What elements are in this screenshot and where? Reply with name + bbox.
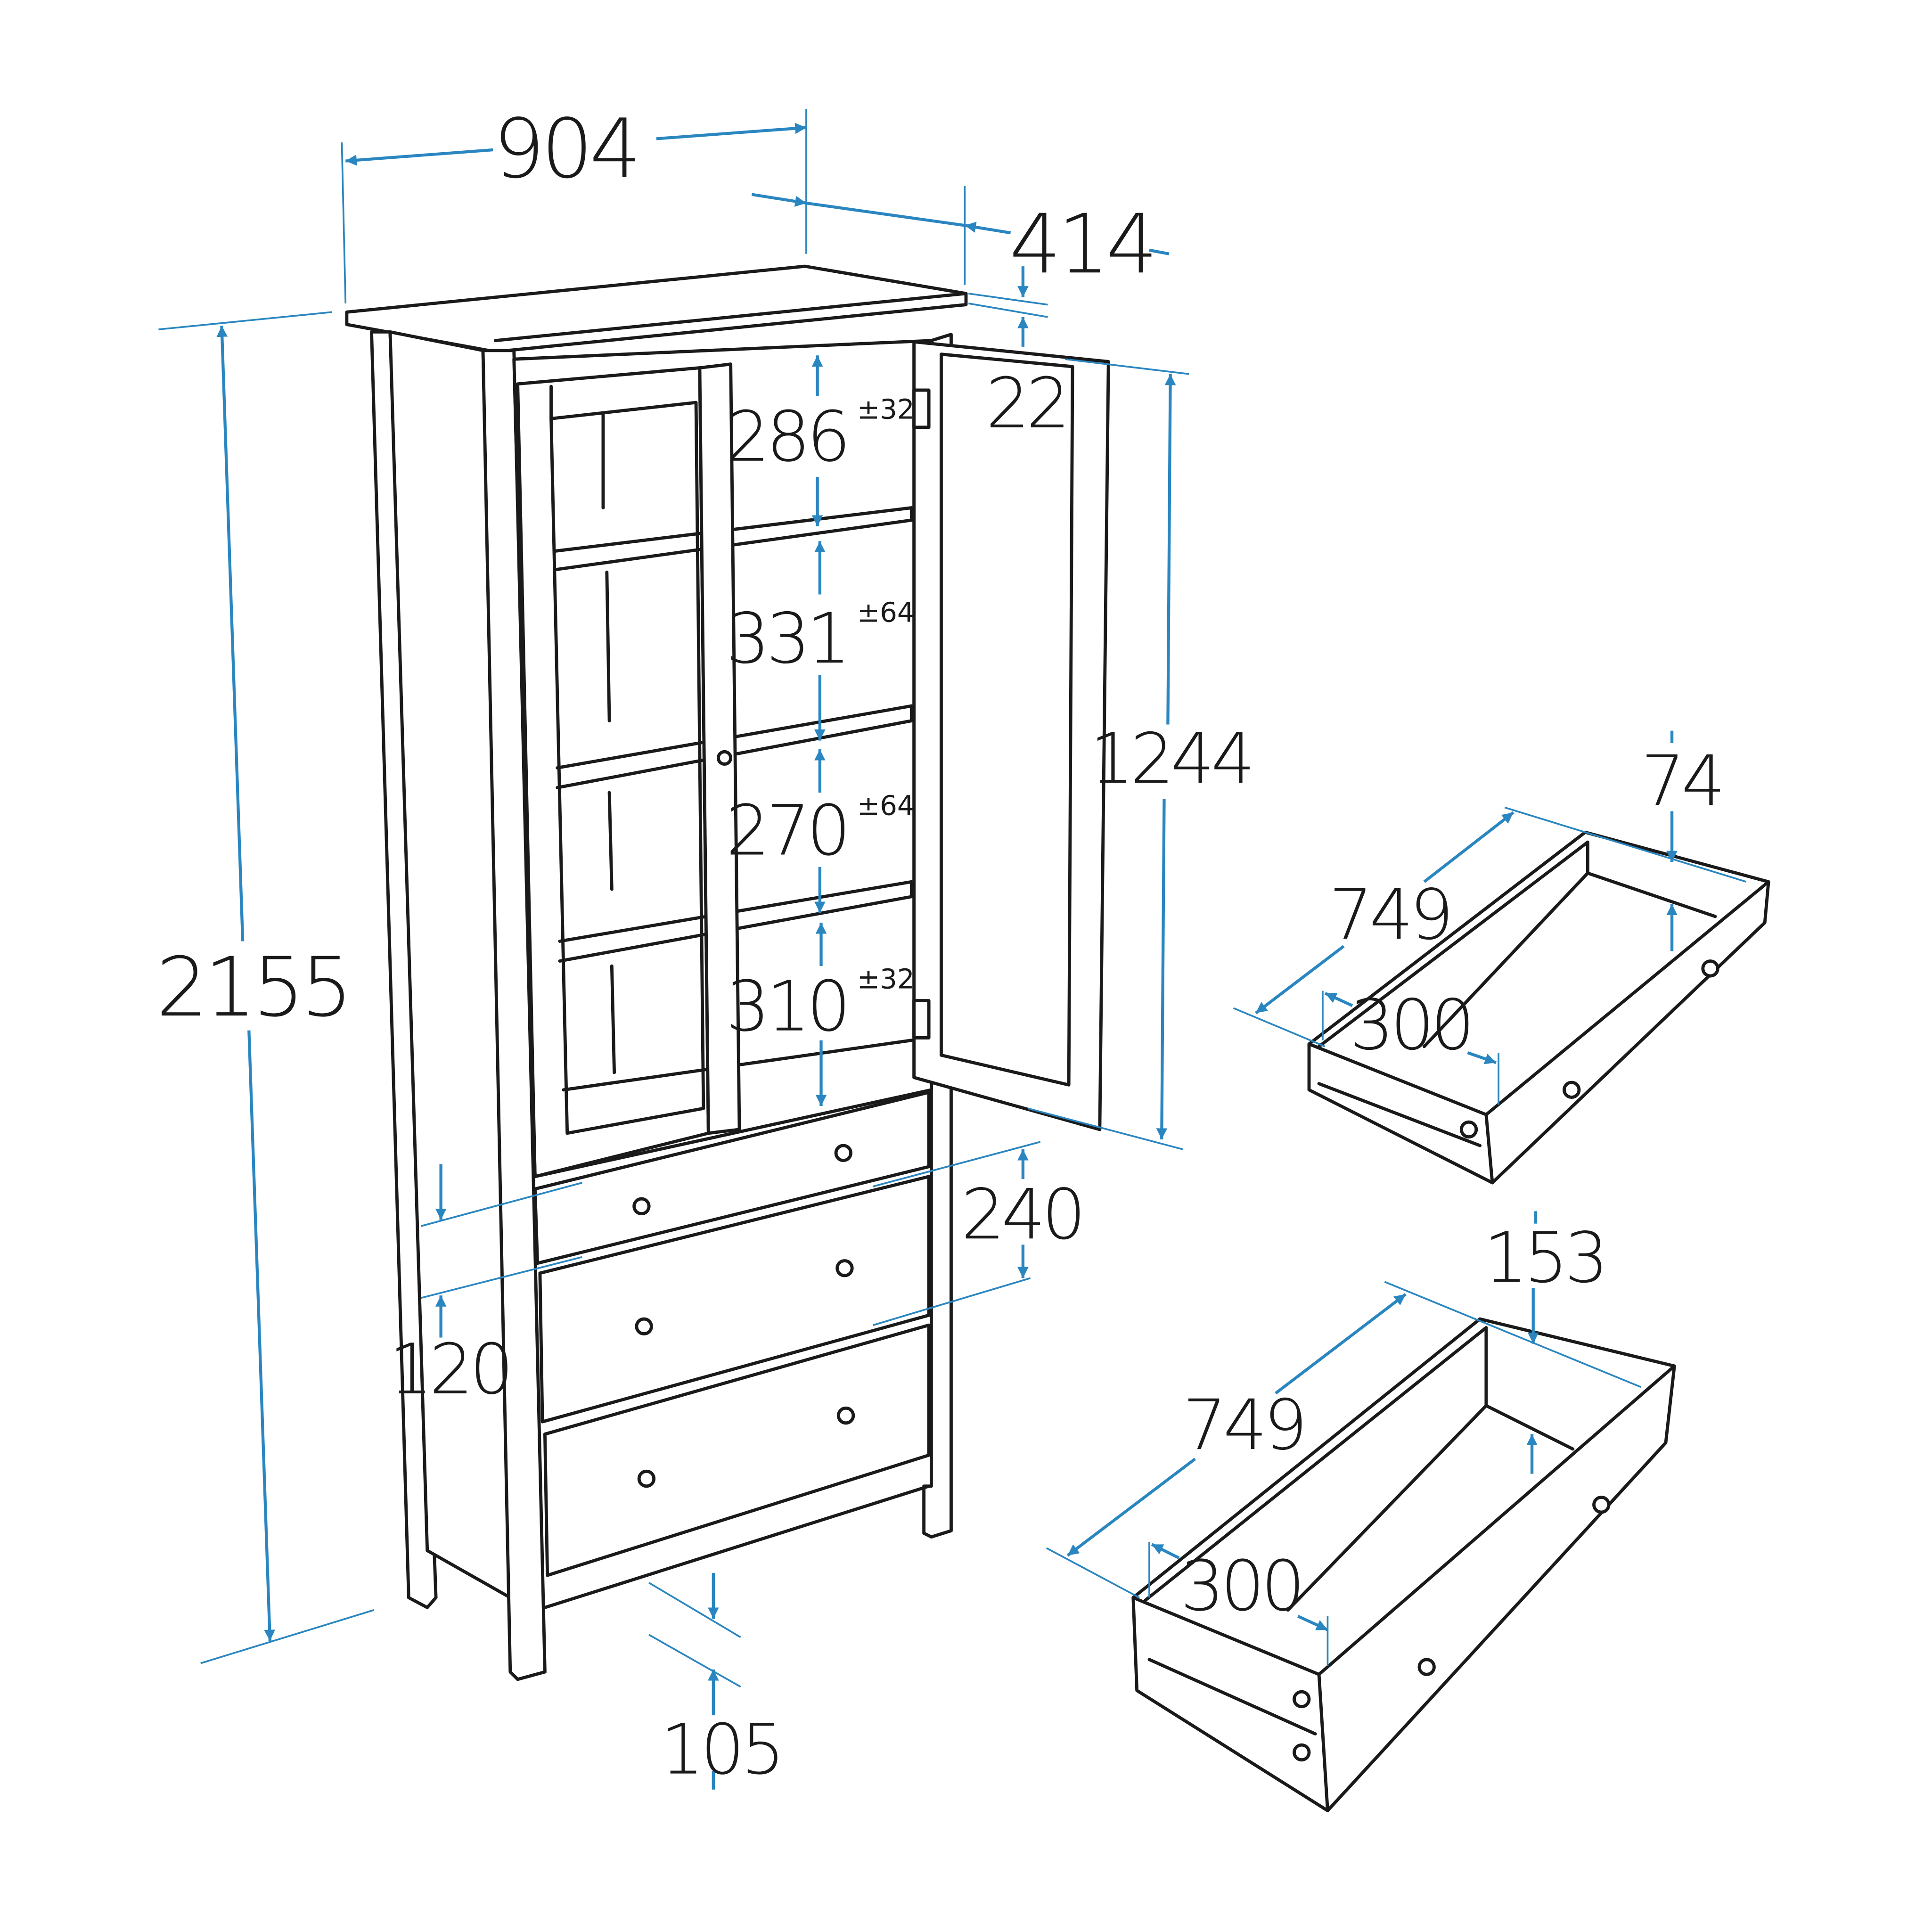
drawer-knob: [635, 1317, 653, 1335]
large-drawer-width-label: 300: [1180, 1546, 1302, 1627]
large-drawer-front-1: [538, 1175, 931, 1424]
drawer-knob: [637, 1469, 656, 1488]
shelf-gap-4-tolerance: ±32: [857, 963, 915, 995]
dimension-labels: 904 414 22 2155 1244 286 ±32 331 ±64 270…: [156, 101, 1726, 1790]
right-glass-door-open: [912, 340, 1110, 1131]
shelf-gap-1-tolerance: ±32: [857, 393, 915, 425]
drawer-knob: [632, 1197, 651, 1216]
right-door-inner-frame: [940, 352, 1074, 1087]
drawer-knob: [836, 1406, 855, 1425]
width-label: 904: [493, 101, 638, 196]
depth-label: 414: [1009, 196, 1154, 292]
height-label: 2155: [156, 940, 349, 1035]
small-drawer-width-label: 300: [1350, 984, 1471, 1065]
shelf-gap-4-label: 310: [726, 966, 847, 1047]
plinth-line: [543, 1484, 931, 1609]
top-thickness-label: 22: [986, 363, 1066, 444]
shelf-gap-1-label: 286: [726, 396, 847, 477]
large-drawer-length-label: 749: [1183, 1384, 1304, 1465]
shelf-gap-2-tolerance: ±64: [857, 596, 915, 628]
large-drawer-height-label: 240: [961, 1174, 1082, 1255]
cabinet-top-board: [345, 264, 968, 353]
small-drawer-length-label: 749: [1329, 874, 1450, 955]
drawer-knob: [834, 1144, 852, 1162]
hinge-bottom: [912, 999, 931, 1040]
drawer-knob: [1563, 1081, 1581, 1099]
shelf-gap-2-label: 331: [726, 598, 847, 679]
small-drawer-height-label: 120: [389, 1329, 510, 1410]
large-drawer-front-2: [543, 1323, 931, 1577]
shelf-gap-3-tolerance: ±64: [857, 789, 915, 821]
dimension-lines: [158, 109, 1747, 1790]
glass-section-height-label: 1244: [1090, 718, 1252, 799]
cabinet-outline: [345, 264, 1110, 1681]
small-drawer-front: [533, 1090, 931, 1265]
drawer-knob: [1701, 959, 1719, 978]
center-door-stile: [698, 362, 741, 1135]
hinge-top: [912, 388, 931, 429]
drawer-knob: [835, 1259, 854, 1277]
left-door-inner-frame: [549, 401, 705, 1135]
plinth-height-label: 105: [660, 1709, 781, 1790]
drawer-knob: [1592, 1496, 1611, 1514]
drawer-knob: [1417, 1658, 1436, 1676]
front-left-post: [481, 349, 547, 1681]
shelf-gap-3-label: 270: [726, 790, 847, 871]
large-drawer-drawing: [1131, 1317, 1676, 1812]
large-drawer-height-label: 153: [1484, 1217, 1605, 1298]
small-drawer-height-label: 74: [1641, 740, 1721, 821]
door-knob: [716, 750, 733, 766]
small-drawer-drawing: [1307, 830, 1770, 1185]
